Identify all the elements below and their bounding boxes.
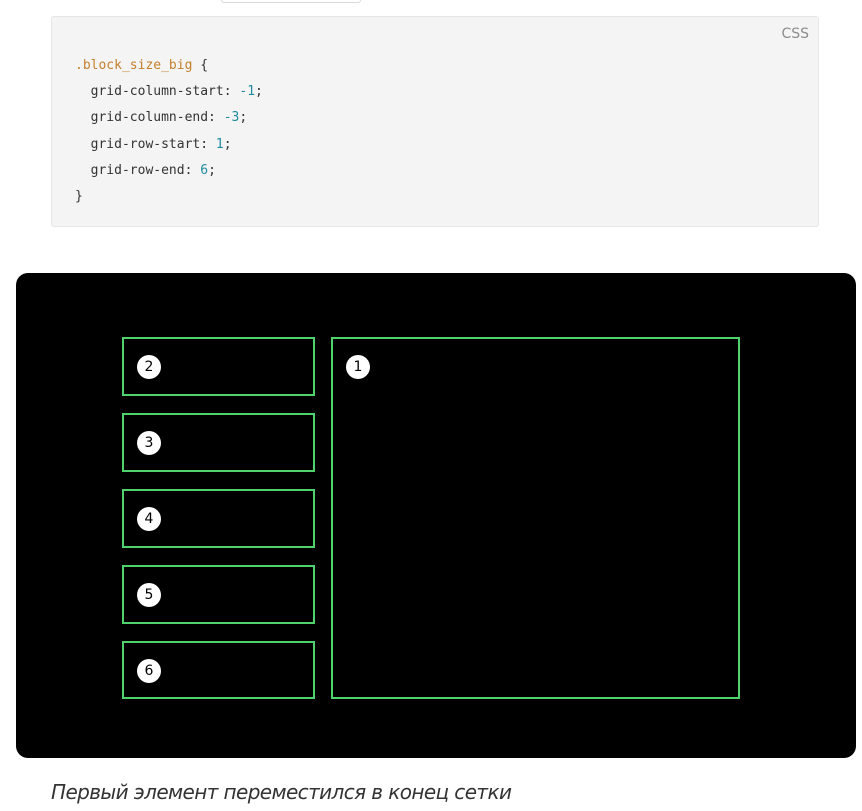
semicolon: ;: [208, 162, 216, 178]
code-line-close: }: [75, 184, 263, 210]
code-line: grid-row-end: 6;: [75, 158, 263, 184]
semicolon: ;: [239, 110, 248, 126]
item-number-badge: 6: [137, 659, 161, 683]
css-property: grid-column-start:: [75, 84, 240, 100]
css-value: -1: [239, 84, 256, 100]
grid-item-1: 1: [331, 337, 740, 699]
item-number-badge: 2: [137, 355, 161, 379]
semicolon: ;: [223, 136, 232, 152]
grid-item-5: 5: [122, 565, 315, 624]
code-line: grid-column-start: -1;: [75, 79, 263, 105]
code-block: CSS .block_size_big { grid-column-start:…: [51, 16, 819, 227]
code-language-label: CSS: [781, 26, 809, 42]
grid-item-6: 6: [122, 641, 315, 699]
grid-item-4: 4: [122, 489, 315, 548]
figure-caption: Первый элемент переместился в конец сетк…: [51, 780, 512, 804]
css-value: 6: [200, 162, 209, 178]
css-property: grid-row-end:: [75, 162, 201, 178]
code-content: .block_size_big { grid-column-start: -1;…: [75, 53, 263, 210]
item-number-badge: 1: [346, 355, 370, 379]
code-line: grid-column-end: -3;: [75, 105, 263, 131]
close-brace: }: [75, 188, 83, 204]
css-selector: .block_size_big: [75, 58, 193, 73]
item-number-badge: 4: [137, 507, 161, 531]
code-line-selector: .block_size_big {: [75, 53, 263, 79]
grid-demo: 1 2 3 4 5 6: [16, 273, 856, 758]
item-number-badge: 3: [137, 431, 161, 455]
semicolon: ;: [255, 84, 263, 100]
grid-item-2: 2: [122, 337, 315, 396]
code-line: grid-row-start: 1;: [75, 132, 263, 158]
item-number-badge: 5: [137, 583, 161, 607]
css-property: grid-row-start:: [75, 136, 216, 152]
css-property: grid-column-end:: [75, 110, 224, 126]
open-brace: {: [192, 58, 209, 73]
grid-item-3: 3: [122, 413, 315, 472]
css-value: -3: [223, 110, 240, 126]
tab-stub[interactable]: [221, 0, 361, 3]
css-value: 1: [215, 136, 224, 152]
